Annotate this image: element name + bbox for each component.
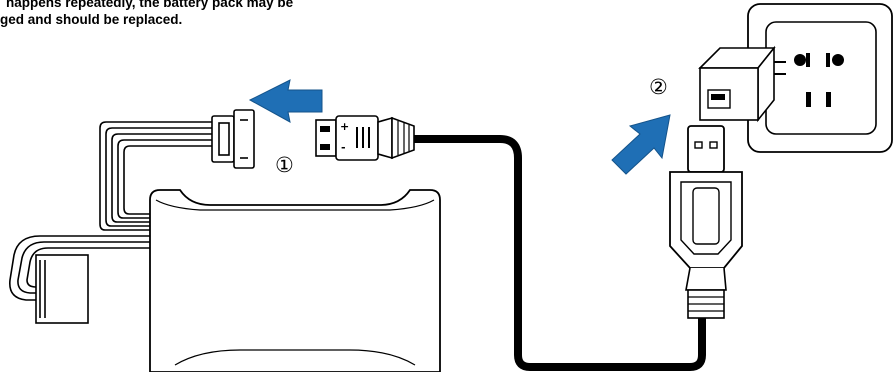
side-lead-wires [9, 235, 150, 301]
wall-outlet [747, 3, 893, 153]
blue-arrow-up-right-icon [611, 114, 671, 175]
charger-plug: + - [315, 115, 415, 161]
step-2-marker: ② [649, 75, 668, 99]
balance-lead-wires [99, 121, 212, 231]
blue-arrow-left-icon [248, 79, 323, 123]
usb-plug [669, 125, 743, 319]
plus-label: + [340, 120, 349, 133]
charging-cable [414, 135, 706, 371]
step-1-marker: ① [275, 153, 294, 177]
caption-line-2: ged and should be replaced. [0, 12, 183, 27]
battery-pack [149, 189, 441, 372]
minus-label: - [341, 141, 346, 154]
side-plug [35, 254, 89, 324]
caption-line-1: happens repeatedly, the battery pack may… [6, 0, 294, 10]
battery-connector [211, 109, 255, 169]
usb-wall-adapter [698, 45, 786, 123]
